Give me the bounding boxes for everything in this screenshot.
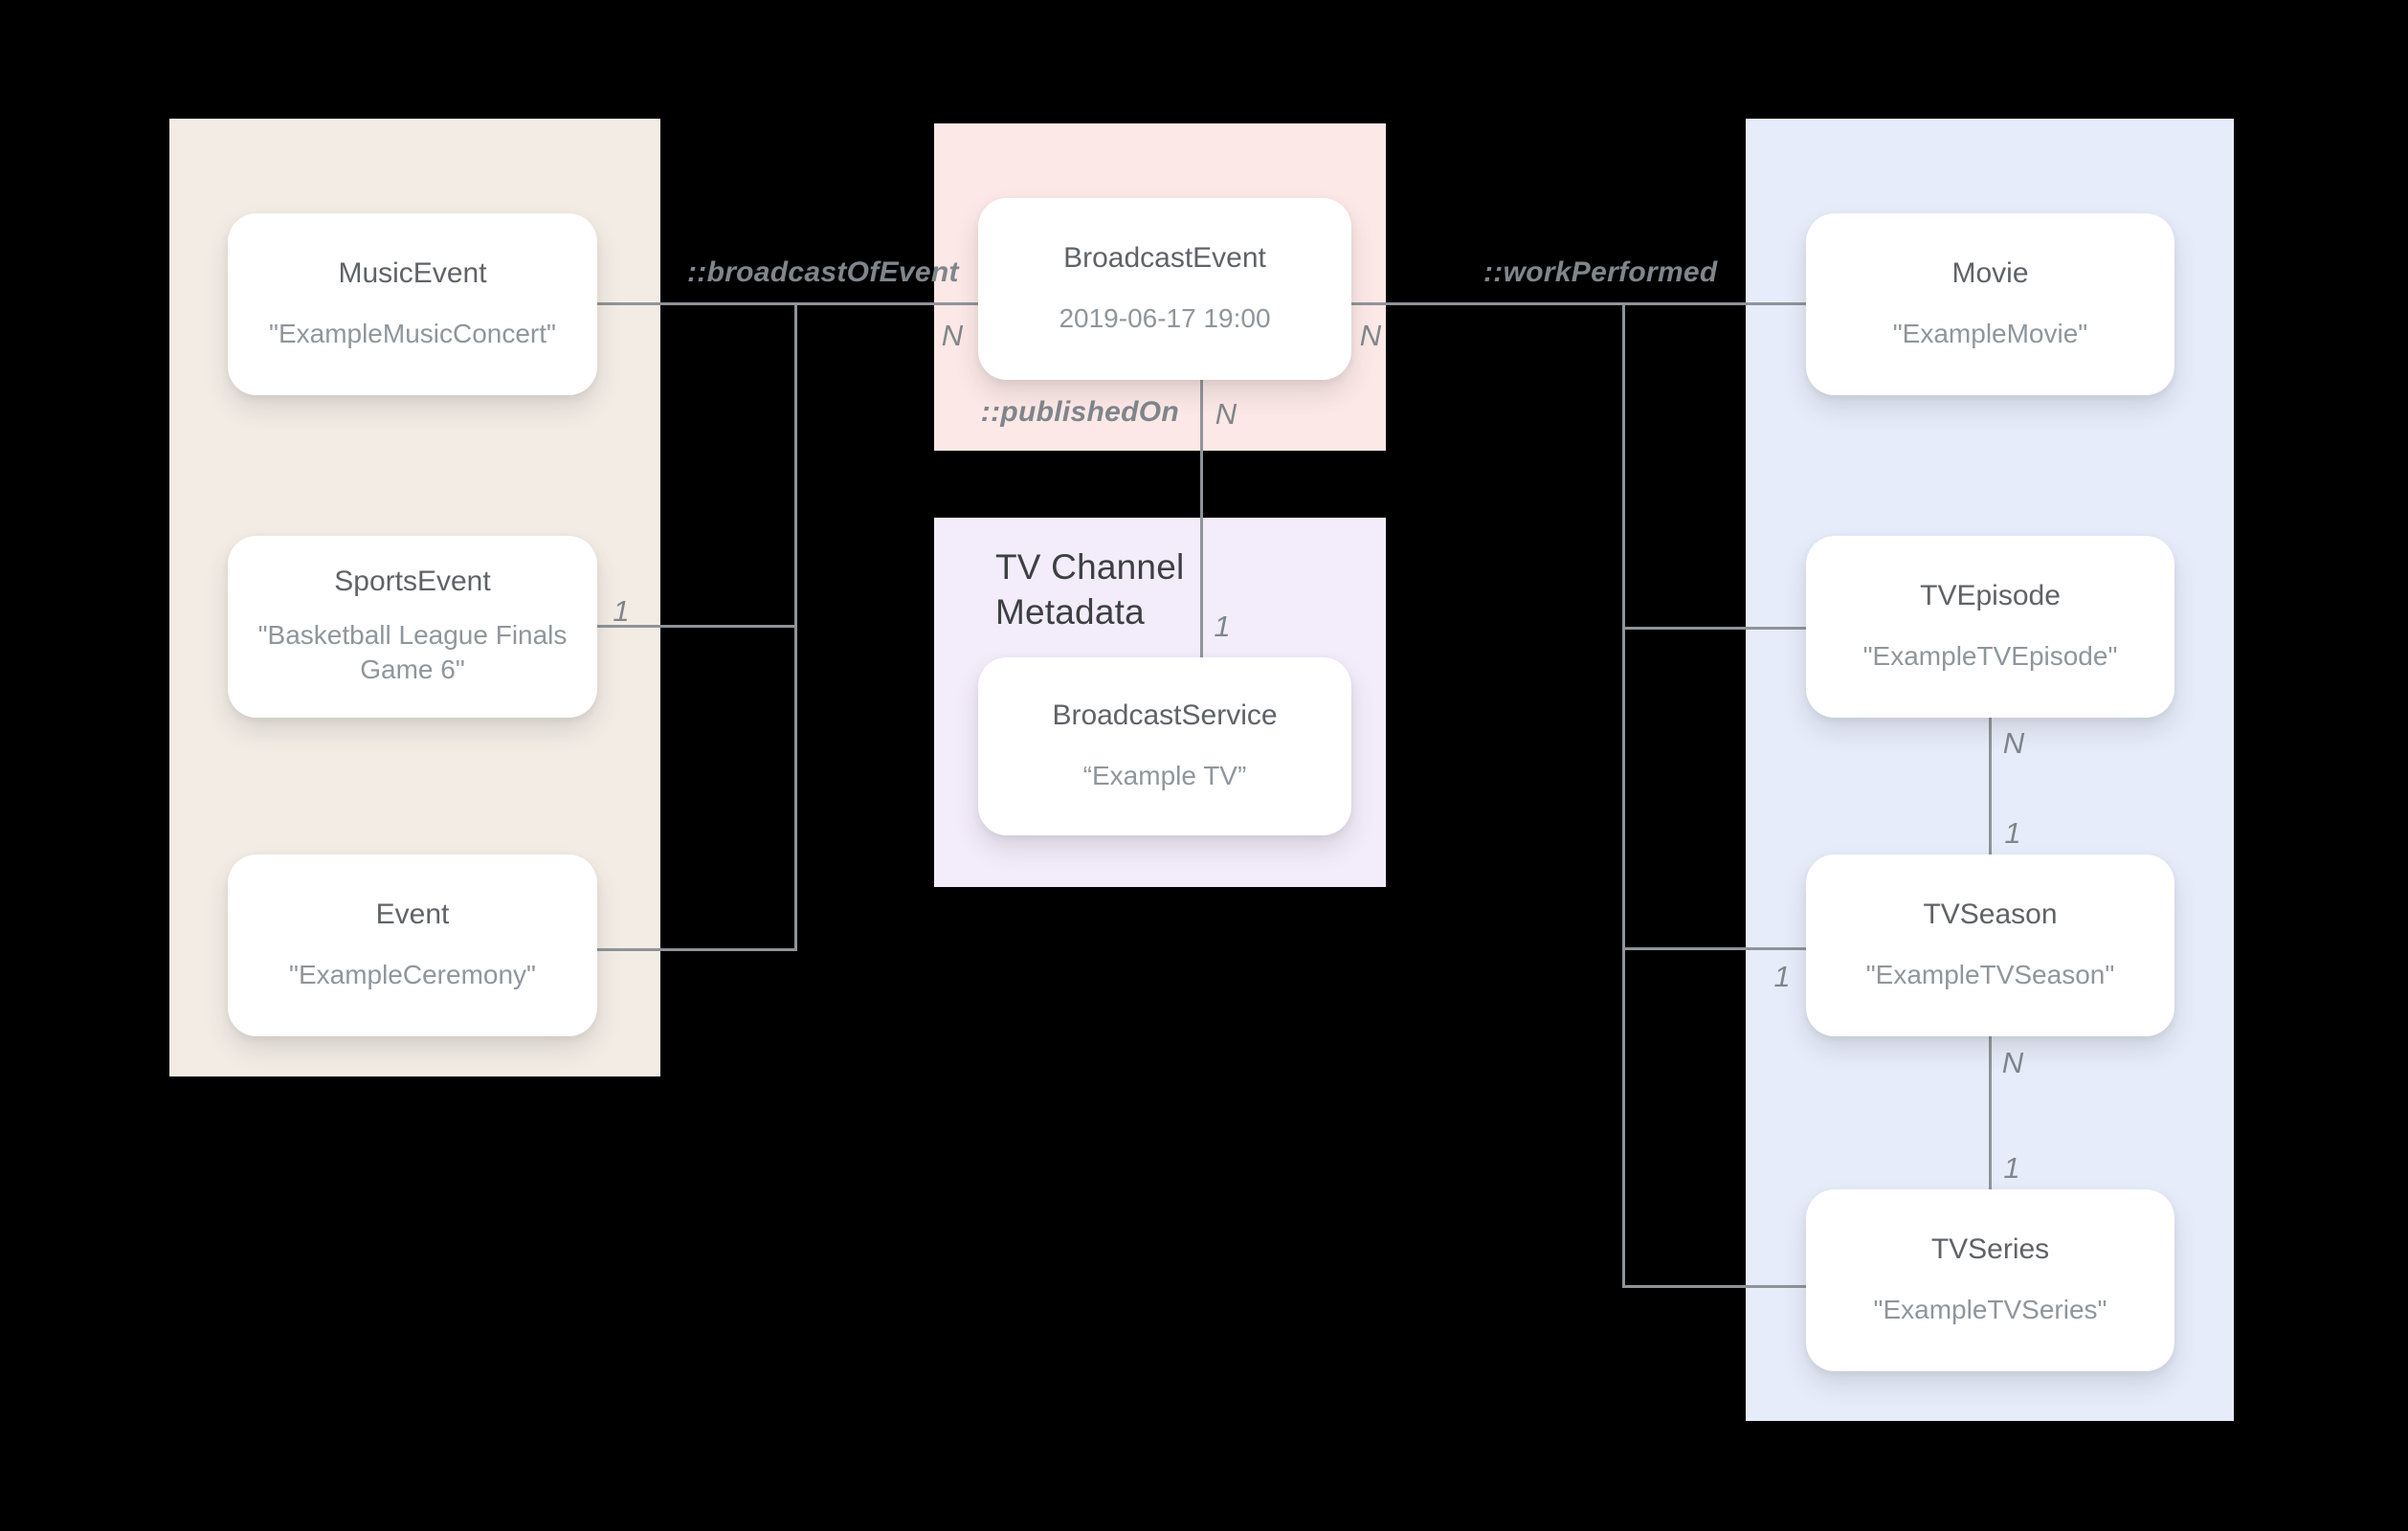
cardinality-tvseason-left-1: 1 xyxy=(1773,960,1791,993)
node-movie-subtitle: "ExampleMovie" xyxy=(1892,318,2088,348)
cardinality-season-series-1: 1 xyxy=(2003,1151,2020,1185)
connector-tvseason-branch xyxy=(1622,947,1806,950)
node-broadcast-event-subtitle: 2019-06-17 19:00 xyxy=(1059,302,1271,333)
cardinality-published-on-n: N xyxy=(1215,397,1237,431)
cardinality-broadcast-left-n: N xyxy=(941,319,964,352)
connector-tvepisode-branch xyxy=(1622,627,1806,630)
node-music-event-title: MusicEvent xyxy=(338,257,487,290)
node-tv-episode: TVEpisode "ExampleTVEpisode" xyxy=(1806,536,2174,718)
node-event-subtitle: "ExampleCeremony" xyxy=(289,959,536,989)
connector-broadcastevent-movie xyxy=(1351,302,1806,305)
node-music-event-subtitle: "ExampleMusicConcert" xyxy=(269,318,556,348)
node-tv-series: TVSeries "ExampleTVSeries" xyxy=(1806,1189,2174,1371)
cardinality-episode-season-1: 1 xyxy=(2004,816,2021,850)
connector-event-branch xyxy=(597,948,796,951)
panel-tv-channel-metadata-title: TV Channel Metadata xyxy=(995,547,1185,632)
connector-tvseries-branch xyxy=(1622,1285,1806,1288)
node-broadcast-event: BroadcastEvent 2019-06-17 19:00 xyxy=(978,198,1351,380)
connector-sportsevent-branch xyxy=(597,625,796,628)
cardinality-broadcast-right-n: N xyxy=(1359,319,1382,352)
connector-tvseason-tvseries xyxy=(1989,1036,1992,1189)
node-movie: Movie "ExampleMovie" xyxy=(1806,213,2174,395)
node-sports-event: SportsEvent "Basketball League Finals Ga… xyxy=(228,536,597,718)
node-broadcast-event-title: BroadcastEvent xyxy=(1063,242,1266,275)
connector-media-trunk xyxy=(1622,302,1625,1288)
node-tv-season-subtitle: "ExampleTVSeason" xyxy=(1865,959,2115,989)
node-tv-series-title: TVSeries xyxy=(1930,1233,2050,1266)
cardinality-published-on-1: 1 xyxy=(1214,610,1231,643)
label-published-on: ::publishedOn xyxy=(980,396,1179,428)
label-broadcast-of-event: ::broadcastOfEvent xyxy=(687,256,959,288)
connector-tvepisode-tvseason xyxy=(1989,718,1992,854)
node-broadcast-service-title: BroadcastService xyxy=(1052,699,1278,732)
node-tv-season: TVSeason "ExampleTVSeason" xyxy=(1806,854,2174,1036)
node-event-title: Event xyxy=(375,899,450,931)
label-work-performed: ::workPerformed xyxy=(1483,256,1718,288)
node-sports-event-title: SportsEvent xyxy=(334,566,491,598)
node-broadcast-service-subtitle: “Example TV” xyxy=(1082,760,1247,790)
node-music-event: MusicEvent "ExampleMusicConcert" xyxy=(228,213,597,395)
node-movie-title: Movie xyxy=(1951,257,2029,290)
cardinality-episode-season-n: N xyxy=(2002,726,2025,760)
cardinality-season-series-n: N xyxy=(2001,1046,2024,1079)
connector-musicevent-broadcastevent xyxy=(597,302,978,305)
cardinality-sportsevent-1: 1 xyxy=(613,594,630,628)
node-tv-episode-subtitle: "ExampleTVEpisode" xyxy=(1862,640,2118,671)
node-sports-event-subtitle: "Basketball League Finals Game 6" xyxy=(257,619,568,685)
node-tv-season-title: TVSeason xyxy=(1923,899,2058,931)
node-tv-episode-title: TVEpisode xyxy=(1920,580,2061,612)
connector-publishedon xyxy=(1200,380,1203,658)
node-event: Event "ExampleCeremony" xyxy=(228,854,597,1036)
node-broadcast-service: BroadcastService “Example TV” xyxy=(978,657,1351,835)
node-tv-series-subtitle: "ExampleTVSeries" xyxy=(1873,1294,2107,1324)
